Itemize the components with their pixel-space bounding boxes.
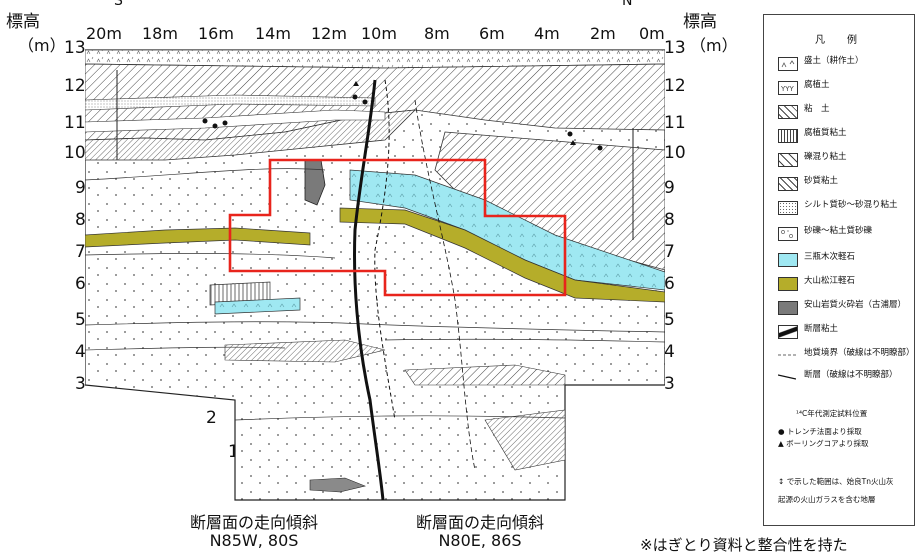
fault-strike-right-heading: 断層面の走向傾斜 <box>415 513 544 532</box>
legend-label: 粘 土 <box>804 104 830 114</box>
lower-tick-left: 2 <box>206 408 217 428</box>
elevation-tick-left: 7 <box>75 242 86 262</box>
elevation-tick-left: 9 <box>75 178 86 198</box>
boundary-line-swatch <box>778 349 796 361</box>
fault-clay-swatch <box>778 325 798 339</box>
elevation-title-right: 標高 <box>683 12 717 32</box>
fault-strike-left: 断層面の走向傾斜 N85W, 80S <box>174 513 334 551</box>
legend-label: 大山松江軽石 <box>804 276 856 286</box>
legend-label: 盛土（耕作土） <box>804 56 864 66</box>
legend-label: 地質境界（破線は不明瞭部） <box>804 348 915 358</box>
sample-item-label: ボーリングコアより採取 <box>786 439 869 448</box>
sample-item-label: トレンチ法面より採取 <box>786 427 862 436</box>
svg-text:YYY: YYY <box>780 85 795 93</box>
distance-tick: 0m <box>639 24 665 43</box>
distance-tick: 4m <box>534 24 560 43</box>
legend-footnote-2: 起源の火山ガラスを含む地層 <box>778 495 876 504</box>
legend-label: 三瓶木次軽石 <box>804 252 856 262</box>
clay-swatch <box>778 105 798 119</box>
legend-title: 凡 例 <box>815 35 863 46</box>
silty-sand-swatch <box>778 201 798 215</box>
sandy-clay-swatch <box>778 177 798 191</box>
pyroclastic-swatch <box>778 301 798 315</box>
daisen-pumice-swatch <box>778 277 798 291</box>
range-arrow-icon: ↕ <box>778 477 785 486</box>
elevation-tick-left: 11 <box>64 113 86 133</box>
elevation-tick-right: 4 <box>664 342 675 362</box>
legend-label: シルト質砂～砂混り粘土 <box>804 200 898 210</box>
top-partial-label-n: N <box>622 0 633 9</box>
distance-tick: 18m <box>142 24 178 43</box>
elevation-tick-right: 13 <box>664 38 686 58</box>
elevation-tick-right: 5 <box>664 310 675 330</box>
elevation-unit-left: （m） <box>18 36 66 55</box>
elevation-tick-left: 3 <box>75 374 86 394</box>
footnote-remark: ※はぎとり資料と整合性を持た <box>640 536 848 554</box>
sample-heading: ¹⁴C年代測定試料位置 <box>796 409 868 418</box>
legend-footnote-1: ↕ で示した範囲は、始良Tn火山灰 <box>778 477 894 487</box>
circle-marker-icon: ● <box>778 427 785 436</box>
legend-label: 安山岩質火砕岩（古浦層） <box>804 300 907 310</box>
footnote-text-1: で示した範囲は、始良Tn火山灰 <box>786 477 894 486</box>
elevation-tick-right: 10 <box>664 143 686 163</box>
legend-label: 断層（破線は不明瞭部） <box>804 370 898 380</box>
elevation-tick-left: 6 <box>75 274 86 294</box>
legend-label: 砂礫～粘土質砂礫 <box>804 226 873 236</box>
fault-strike-left-heading: 断層面の走向傾斜 <box>189 513 318 532</box>
distance-tick: 16m <box>198 24 234 43</box>
elevation-tick-left: 4 <box>75 342 86 362</box>
elevation-tick-left: 10 <box>64 143 86 163</box>
top-partial-label-s: S <box>114 0 123 9</box>
humic-clay-swatch <box>778 129 798 143</box>
elevation-title-left: 標高 <box>6 12 40 32</box>
legend-panel: 凡 例 盛土（耕作土） YYY 腐植土 粘 土 腐植質粘土 礫混り粘土 砂質粘土… <box>763 14 915 526</box>
sample-item-trench: ● トレンチ法面より採取 <box>778 427 862 437</box>
humus-swatch: YYY <box>778 81 798 95</box>
topsoil-swatch <box>778 57 798 71</box>
elevation-tick-right: 9 <box>664 178 675 198</box>
lower-tick-left: 1 <box>228 442 239 462</box>
elevation-tick-left: 13 <box>64 38 86 58</box>
elevation-tick-left: 12 <box>64 76 86 96</box>
distance-tick: 6m <box>479 24 505 43</box>
elevation-tick-left: 5 <box>75 310 86 330</box>
legend-label: 腐植質粘土 <box>804 128 847 138</box>
sanbe-pumice-swatch <box>778 253 798 267</box>
elevation-tick-right: 8 <box>664 210 675 230</box>
fault-strike-left-value: N85W, 80S <box>209 531 299 551</box>
elevation-tick-right: 3 <box>664 374 675 394</box>
trench-cross-section <box>85 49 665 501</box>
elevation-tick-right: 12 <box>664 76 686 96</box>
triangle-marker-icon: ▲ <box>778 439 784 448</box>
elevation-tick-right: 11 <box>664 113 686 133</box>
legend-label: 砂質粘土 <box>804 176 839 186</box>
distance-tick: 10m <box>361 24 397 43</box>
fault-line-swatch <box>777 371 797 383</box>
legend-label: 礫混り粘土 <box>804 152 847 162</box>
fault-strike-right-value: N80E, 86S <box>438 531 522 551</box>
gravelly-clay-swatch <box>778 153 798 167</box>
sandy-gravel-swatch <box>778 227 798 241</box>
legend-label: 断層粘土 <box>804 324 839 334</box>
distance-tick: 12m <box>311 24 347 43</box>
distance-tick: 8m <box>424 24 450 43</box>
elevation-tick-left: 8 <box>75 210 86 230</box>
sample-item-boring: ▲ ボーリングコアより採取 <box>778 439 869 449</box>
distance-tick: 20m <box>86 24 122 43</box>
legend-label: 腐植土 <box>804 80 830 90</box>
elevation-tick-right: 6 <box>664 274 675 294</box>
elevation-tick-right: 7 <box>664 242 675 262</box>
distance-tick: 14m <box>255 24 291 43</box>
distance-tick: 2m <box>590 24 616 43</box>
fault-strike-right: 断層面の走向傾斜 N80E, 86S <box>390 513 570 551</box>
elevation-unit-right: （m） <box>690 36 738 55</box>
